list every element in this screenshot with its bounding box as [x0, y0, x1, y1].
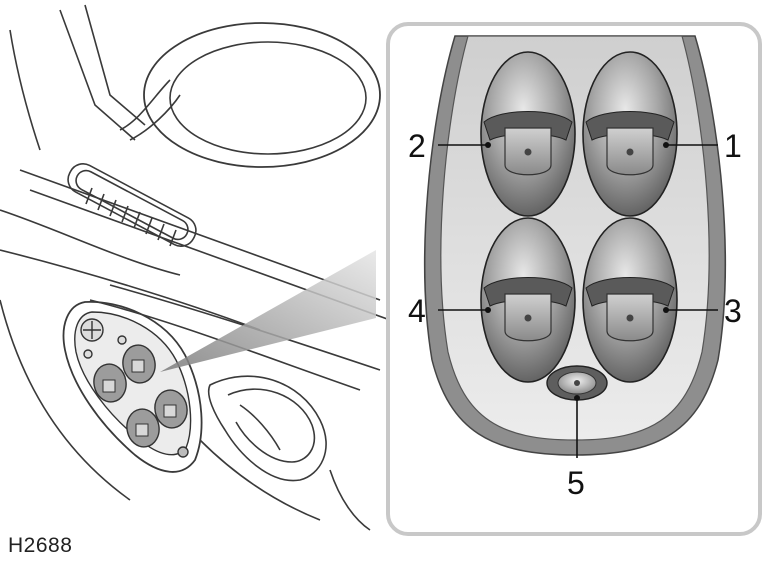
leader-lines — [438, 144, 718, 458]
callout-3: 3 — [724, 293, 742, 329]
switch-pod-outline — [62, 301, 203, 473]
callout-2: 2 — [408, 128, 426, 164]
switch-pod-miniature — [74, 311, 192, 458]
door-sketch — [0, 4, 391, 531]
mirror-glass — [169, 41, 367, 155]
callout-1: 1 — [724, 128, 742, 164]
air-vent — [67, 163, 197, 247]
rocker-switch-rear-left — [480, 51, 576, 217]
window-lockout-button — [546, 365, 608, 401]
rocker-switch-front-left — [480, 217, 576, 383]
rocker-switch-rear-right — [582, 51, 678, 217]
callout-4: 4 — [408, 293, 426, 329]
door-handle-recess — [207, 375, 327, 482]
figure-id: H2688 — [8, 534, 73, 557]
zoom-pointer-wedge — [160, 250, 376, 372]
mirror-housing — [143, 22, 381, 168]
callout-5: 5 — [567, 465, 585, 501]
leader-dots — [485, 142, 669, 401]
rocker-switch-front-right — [582, 217, 678, 383]
